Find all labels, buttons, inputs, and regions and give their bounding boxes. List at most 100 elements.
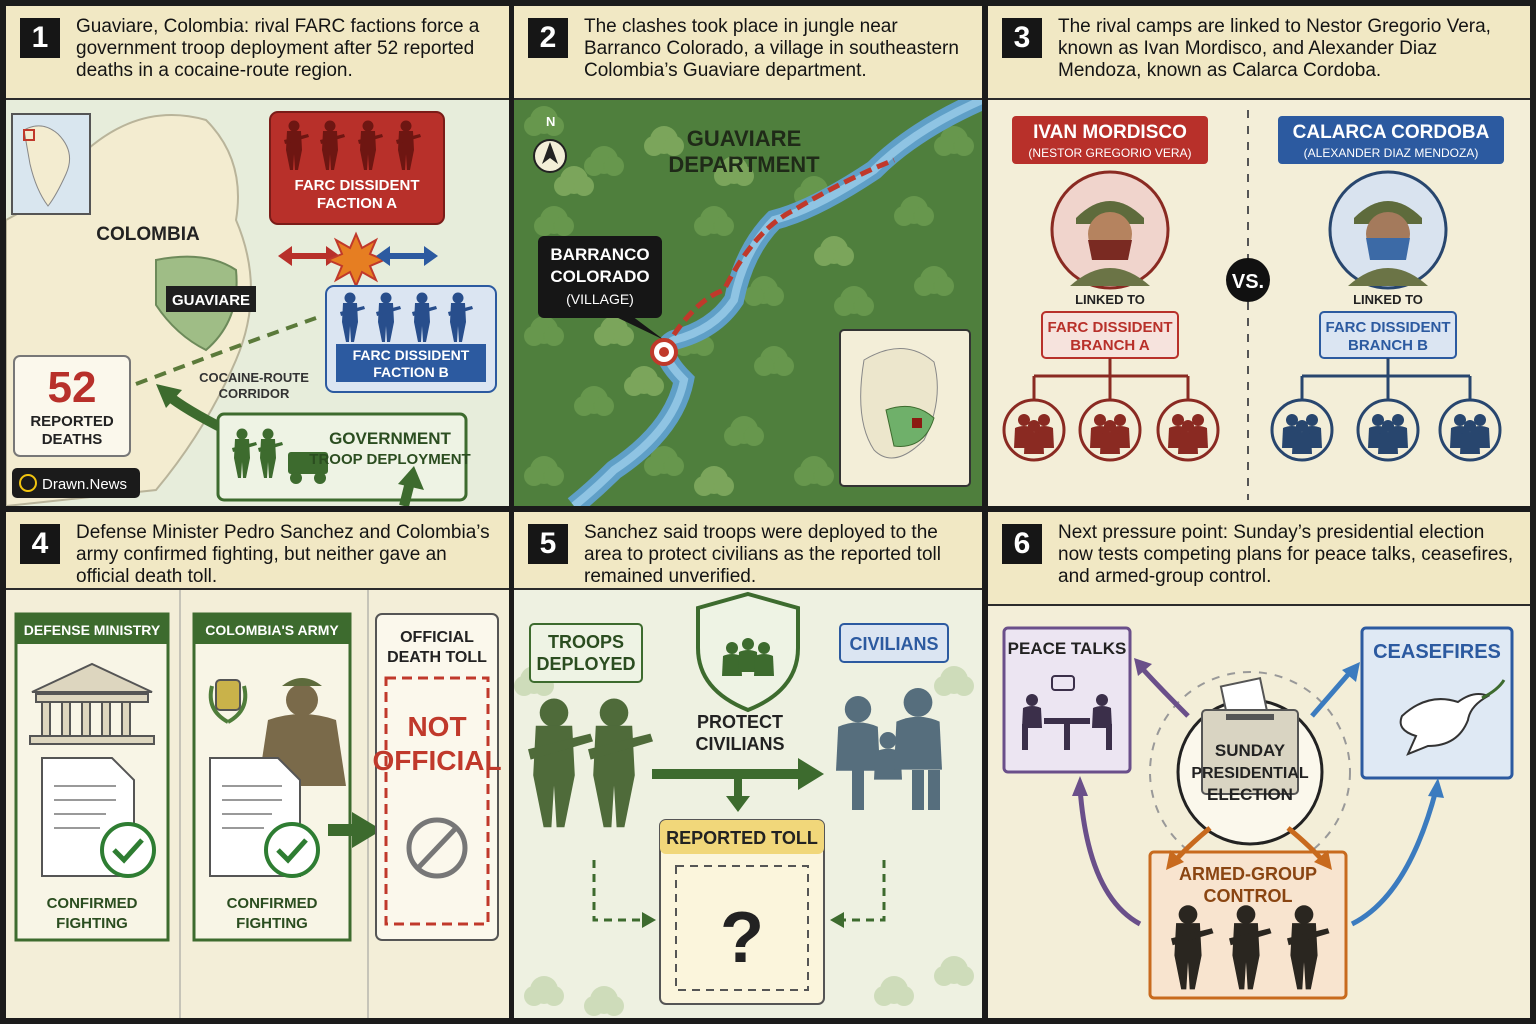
- ceasefires-label: CEASEFIRES: [1373, 641, 1501, 663]
- panel-2-art: N GUAVIARE DEPARTMENT BARRANCO COLORADO …: [514, 100, 982, 506]
- panel-caption: Sanchez said troops were deployed to the…: [584, 522, 941, 587]
- ministry-label: DEFENSE MINISTRY: [24, 622, 161, 638]
- troops-line2: DEPLOYED: [536, 654, 635, 674]
- right-linked: LINKED TO: [1353, 292, 1423, 307]
- branch-a-line2: BRANCH A: [1070, 337, 1150, 354]
- corridor-line1: COCAINE-ROUTE: [199, 370, 309, 385]
- civilians-label: CIVILIANS: [849, 634, 938, 654]
- right-name-box: [1278, 116, 1504, 164]
- protect-line2: CIVILIANS: [695, 734, 784, 754]
- deaths-number: 52: [48, 363, 97, 412]
- ministry-building-icon: [29, 662, 155, 745]
- panel-4-caption-box: 4 Defense Minister Pedro Sanchez and Col…: [6, 512, 509, 590]
- army-label: COLOMBIA'S ARMY: [205, 622, 339, 638]
- peace-talks-card: [1002, 626, 1132, 774]
- check-icon: [100, 822, 156, 878]
- panel-6: 6 Next pressure point: Sunday’s presiden…: [988, 512, 1530, 1018]
- vs-label: VS.: [1232, 271, 1264, 293]
- branch-b-line1: FARC DISSIDENT: [1325, 319, 1450, 336]
- panel-caption: Guaviare, Colombia: rival FARC factions …: [76, 16, 480, 81]
- village-line3: (VILLAGE): [566, 291, 634, 307]
- panel-number: 2: [528, 18, 568, 58]
- not-official-line1: NOT: [407, 711, 466, 742]
- panel-caption: The clashes took place in jungle near Ba…: [584, 16, 959, 81]
- dove-icon: [1399, 679, 1506, 756]
- panel-3-art: IVAN MORDISCO (NESTOR GREGORIO VERA) LIN…: [988, 100, 1530, 506]
- panel-5: 5 Sanchez said troops were deployed to t…: [514, 512, 982, 1018]
- prohibited-icon: [406, 817, 468, 879]
- panel-1: 1 Guaviare, Colombia: rival FARC faction…: [6, 6, 509, 506]
- ministry-confirmed-line2: FIGHTING: [56, 915, 128, 932]
- toll-label: REPORTED TOLL: [666, 828, 818, 848]
- peace-talks-icon: [1022, 675, 1112, 750]
- clash-route: [661, 157, 895, 352]
- corridor-line2: CORRIDOR: [219, 386, 290, 401]
- brand-text: Drawn.News: [42, 476, 127, 493]
- brand-logo-icon: [19, 474, 37, 492]
- left-name: IVAN MORDISCO: [1033, 122, 1187, 143]
- brand-badge: [12, 468, 140, 498]
- panel-2: 2 The clashes took place in jungle near …: [514, 6, 982, 506]
- panel-caption: Next pressure point: Sunday’s presidenti…: [1058, 522, 1514, 587]
- faction-b-line2: FACTION B: [373, 364, 448, 380]
- village-callout: [538, 236, 662, 318]
- ballot-box-icon: [1201, 709, 1299, 795]
- armed-line1: ARMED-GROUP: [1179, 864, 1317, 884]
- peace-label: PEACE TALKS: [1008, 639, 1127, 658]
- election-line2: PRESIDENTIAL: [1191, 765, 1309, 782]
- clash-burst-icon: [325, 231, 387, 289]
- country-label: COLOMBIA: [96, 224, 200, 245]
- army-confirmed-line2: FIGHTING: [236, 915, 308, 932]
- civilians-figure: [836, 688, 942, 810]
- gov-line1: GOVERNMENT: [329, 429, 451, 448]
- panel-number: 6: [1002, 524, 1042, 564]
- not-official-line2: OFFICIAL: [372, 745, 501, 776]
- panel-6-art: PEACE TALKS CEASEFIRES: [988, 606, 1530, 1018]
- panel-5-caption-box: 5 Sanchez said troops were deployed to t…: [514, 512, 982, 590]
- civilians-box: [839, 623, 949, 663]
- panel-1-art: COLOMBIA GUAVIARE FARC DISSIDENT FACTION…: [6, 100, 509, 506]
- protect-line1: PROTECT: [697, 712, 783, 732]
- ministry-confirmed-line1: CONFIRMED: [47, 895, 138, 912]
- panel-4-art: DEFENSE MINISTRY CONFIRMED FIGHTING COLO: [6, 590, 509, 1018]
- left-real-name: (NESTOR GREGORIO VERA): [1028, 146, 1191, 160]
- left-linked: LINKED TO: [1075, 292, 1145, 307]
- deaths-box: [13, 355, 131, 457]
- dept-line1: GUAVIARE: [687, 126, 802, 151]
- gov-line2: TROOP DEPLOYMENT: [309, 451, 470, 468]
- branch-b-line2: BRANCH B: [1348, 337, 1428, 354]
- army-confirmed-line1: CONFIRMED: [227, 895, 318, 912]
- question-mark: ?: [720, 898, 764, 978]
- panel-5-art: TROOPS DEPLOYED PROTECT CIVILIANS CIVILI…: [514, 590, 982, 1018]
- right-real-name: (ALEXANDER DIAZ MENDOZA): [1304, 146, 1479, 160]
- official-line1: OFFICIAL: [400, 629, 474, 646]
- faction-a-line2: FACTION A: [317, 195, 397, 212]
- panel-3: 3 The rival camps are linked to Nestor G…: [988, 6, 1530, 506]
- troops-line1: TROOPS: [548, 632, 624, 652]
- panel-1-caption-box: 1 Guaviare, Colombia: rival FARC faction…: [6, 6, 509, 100]
- armed-group-soldiers: [1171, 905, 1330, 990]
- panel-4: 4 Defense Minister Pedro Sanchez and Col…: [6, 512, 509, 1018]
- army-emblem-icon: [208, 679, 248, 724]
- dept-line2: DEPARTMENT: [668, 152, 820, 177]
- panel-number: 1: [20, 18, 60, 58]
- election-line1: SUNDAY: [1215, 741, 1286, 760]
- village-line1: BARRANCO: [550, 245, 649, 264]
- official-line2: DEATH TOLL: [387, 649, 487, 666]
- deaths-line2: DEATHS: [42, 431, 103, 448]
- panel-caption: Defense Minister Pedro Sanchez and Colom…: [76, 522, 490, 587]
- branch-a-members: [1002, 398, 1220, 462]
- panel-2-caption-box: 2 The clashes took place in jungle near …: [514, 6, 982, 100]
- faction-a-line1: FARC DISSIDENT: [294, 177, 419, 194]
- election-line3: ELECTION: [1207, 785, 1293, 804]
- north-label: N: [546, 114, 555, 129]
- village-line2: COLORADO: [550, 267, 649, 286]
- region-label: GUAVIARE: [172, 292, 250, 309]
- panel-number: 3: [1002, 18, 1042, 58]
- panel-caption: The rival camps are linked to Nestor Gre…: [1058, 16, 1491, 81]
- left-name-box: [1012, 116, 1208, 164]
- panel-number: 4: [20, 524, 60, 564]
- faction-b-line1: FARC DISSIDENT: [353, 347, 470, 363]
- panel-3-caption-box: 3 The rival camps are linked to Nestor G…: [988, 6, 1530, 100]
